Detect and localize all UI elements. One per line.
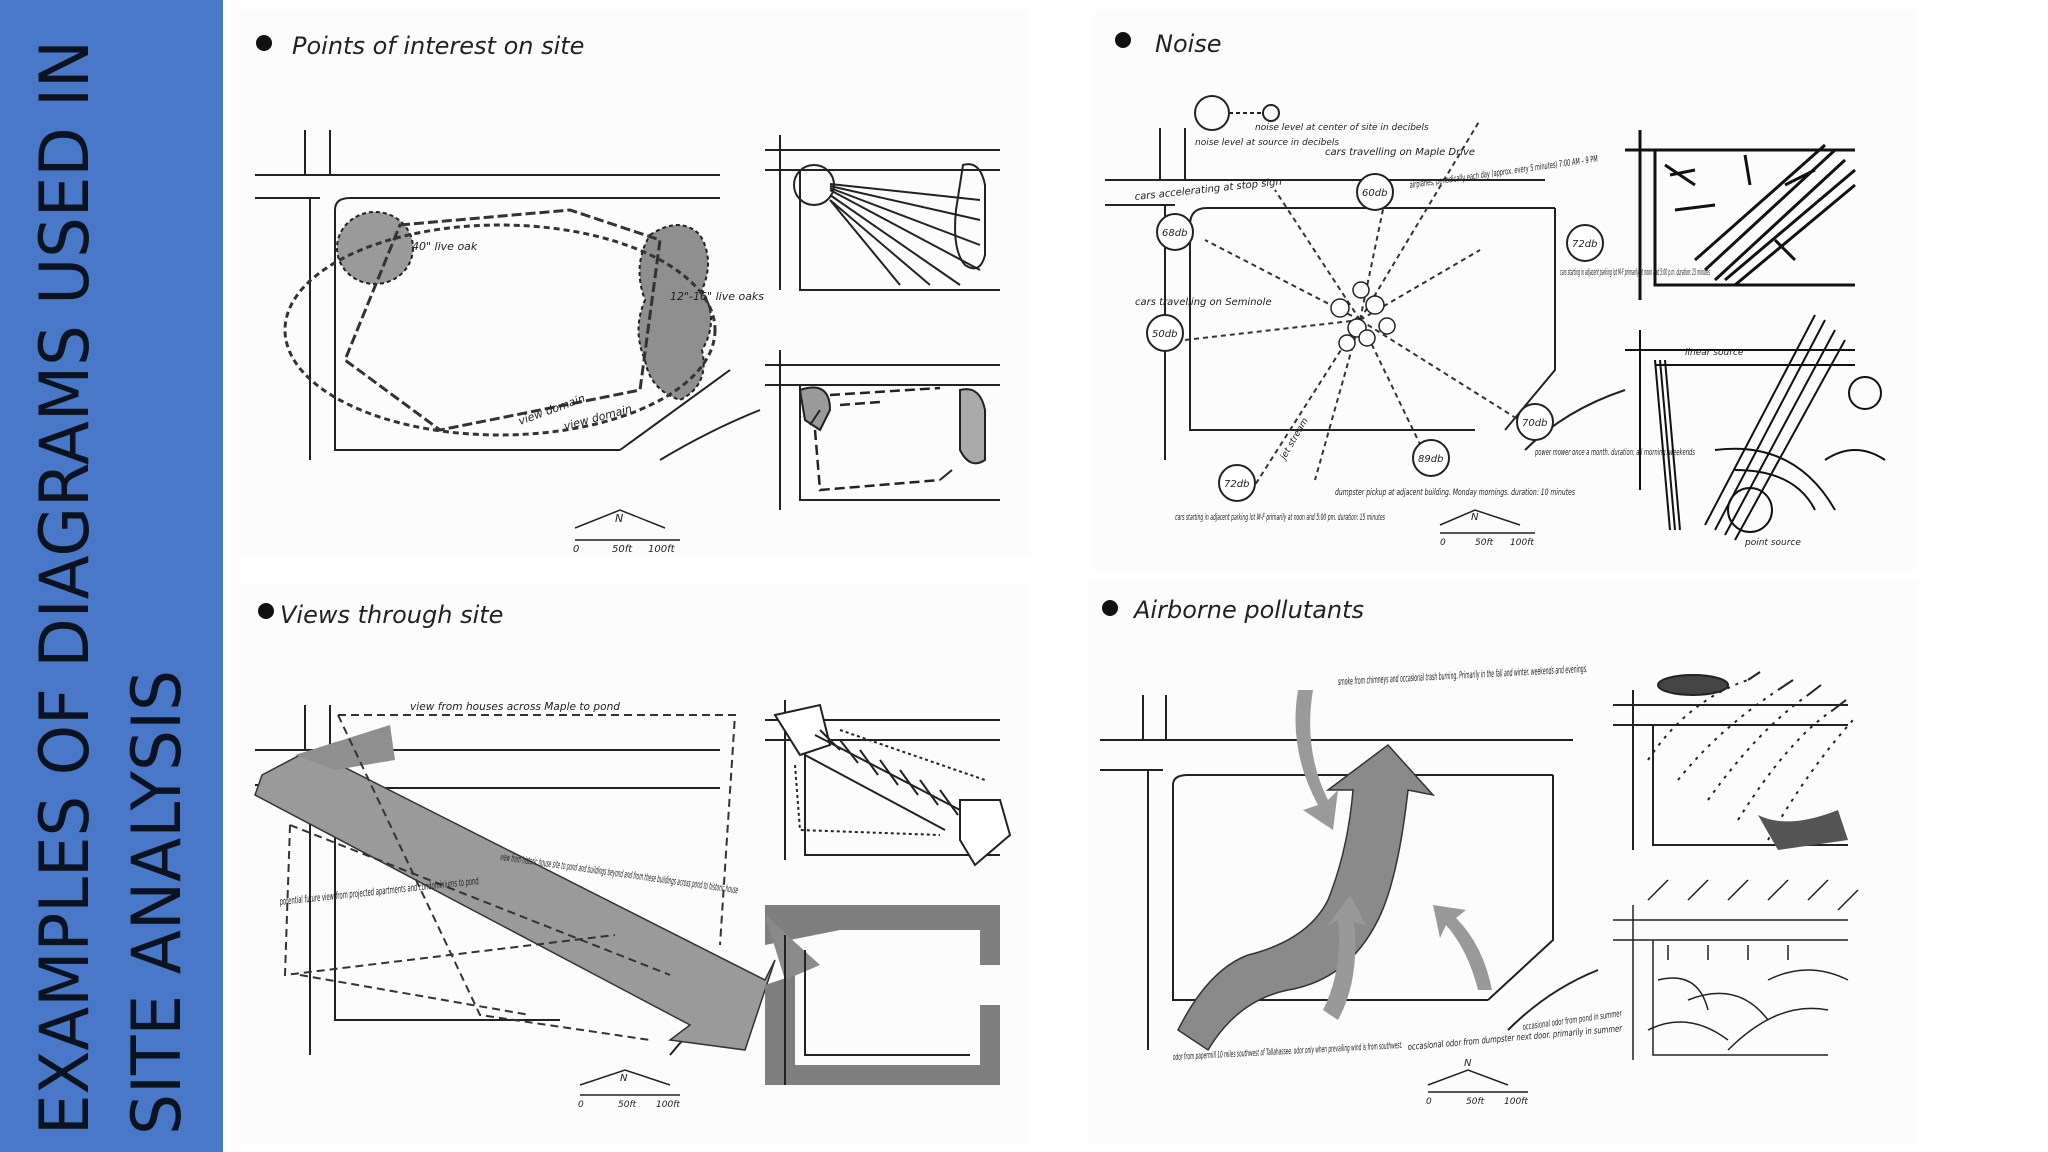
note-dumpster: occasional odor from dumpster next door.… [1407,1024,1623,1053]
db-label: 68db [1162,228,1187,239]
legend-center: noise level at center of site in decibel… [1255,123,1429,133]
label-oaks: 12"-16" live oaks [670,290,764,303]
panel-points-of-interest: Points of interest on site 40" live oak … [240,10,1030,555]
north-label: N [615,512,623,525]
note-seminole: cars travelling on Seminole [1135,297,1272,308]
air-site-plan [1100,695,1599,1050]
north-label: N [1464,1058,1472,1069]
db-label: 60db [1362,188,1387,199]
note-smoke: smoke from chimneys and occasional trash… [1338,664,1588,688]
panel-heading: Views through site [280,601,503,629]
scale-start: 0 [1426,1097,1432,1107]
scale-start: 0 [578,1100,584,1110]
noise-hatch-top [1625,130,1856,300]
note-jet-stream: jet stream [1278,416,1311,463]
slide-title: EXAMPLES OF DIAGRAMS USED IN SITE ANALYS… [0,0,223,1152]
note-mower: power mower once a month. duration: all … [1534,448,1695,458]
sidebar [0,0,223,1152]
label-linear-source: linear source [1685,348,1744,358]
scale-mid: 50ft [1466,1097,1485,1107]
views-small-bottom [765,905,1000,1085]
db-label: 50db [1152,329,1177,340]
views-small-top [765,700,1012,867]
view-dashed-lines [283,714,737,1041]
scale-end: 100ft [1510,538,1534,548]
decibel-markers [1146,173,1604,502]
legend-source: noise level at source in decibels [1195,138,1339,148]
small-diagram-bottom [765,350,1000,510]
scale-mid: 50ft [612,544,633,555]
scale-start: 0 [573,544,579,555]
note-parking-adjacent: cars starting in adjacent parking lot M-… [1560,268,1710,278]
oak-tree [336,211,414,285]
scale-mid: 50ft [618,1100,637,1110]
north-arrow [1439,509,1535,534]
north-arrow [1427,1069,1528,1093]
noise-rays [1184,119,1536,486]
north-label: N [1471,512,1479,523]
air-small-bottom [1613,879,1859,1060]
odor-arrow-papermill [1177,743,1436,1052]
bullet [256,35,272,51]
note-maple: cars travelling on Maple Drive [1325,147,1475,158]
air-small-top [1613,671,1854,850]
panel-heading: Airborne pollutants [1132,596,1364,624]
noise-center-nodes [1330,281,1396,352]
view-arrow-top [295,725,395,770]
odor-arrow-chimney [1295,690,1338,830]
panel-heading: Points of interest on site [292,32,584,60]
odor-arrow-dumpster [1323,895,1366,1020]
note-parking-lower: cars starting in adjacent parking lot M-… [1175,513,1385,523]
view-domain-loop [283,223,717,437]
panel-views: Views through site view from houses acro… [240,585,1030,1145]
bullet [1102,600,1118,616]
view-domain-edge [343,208,662,432]
note-houses: view from houses across Maple to pond [410,700,621,713]
odor-arrow-pond [1433,905,1492,990]
noise-legend [1194,95,1280,131]
scale-end: 100ft [648,544,676,555]
db-label: 72db [1572,239,1597,250]
db-label: 89db [1418,454,1443,465]
label-oak: 40" live oak [412,240,478,253]
bullet [258,603,274,619]
panel-heading: Noise [1155,30,1222,58]
title-line-2: SITE ANALYSIS [118,670,197,1135]
panel-noise: Noise noise level at source in decibels … [1095,10,1915,570]
db-label: 72db [1224,479,1249,490]
scale-end: 100ft [656,1100,680,1110]
noise-hatch-bottom [1625,314,1886,541]
scale-mid: 50ft [1475,538,1494,548]
scale-start: 0 [1440,538,1446,548]
bullet [1115,32,1131,48]
title-line-1: EXAMPLES OF DIAGRAMS USED IN [26,40,105,1135]
note-airplanes: airplanes, periodically each day (approx… [1409,155,1599,191]
panel-airborne: Airborne pollutants smoke from chimneys … [1088,580,1918,1145]
north-label: N [620,1073,628,1084]
label-point-source: point source [1744,538,1801,548]
db-label: 70db [1522,418,1547,429]
north-arrow [579,1069,680,1096]
scale-end: 100ft [1504,1097,1528,1107]
site-plan-main [255,130,761,461]
small-diagram-top [765,135,1000,291]
north-arrow [574,509,680,541]
note-dumpster: dumpster pickup at adjacent building. Mo… [1335,488,1575,498]
